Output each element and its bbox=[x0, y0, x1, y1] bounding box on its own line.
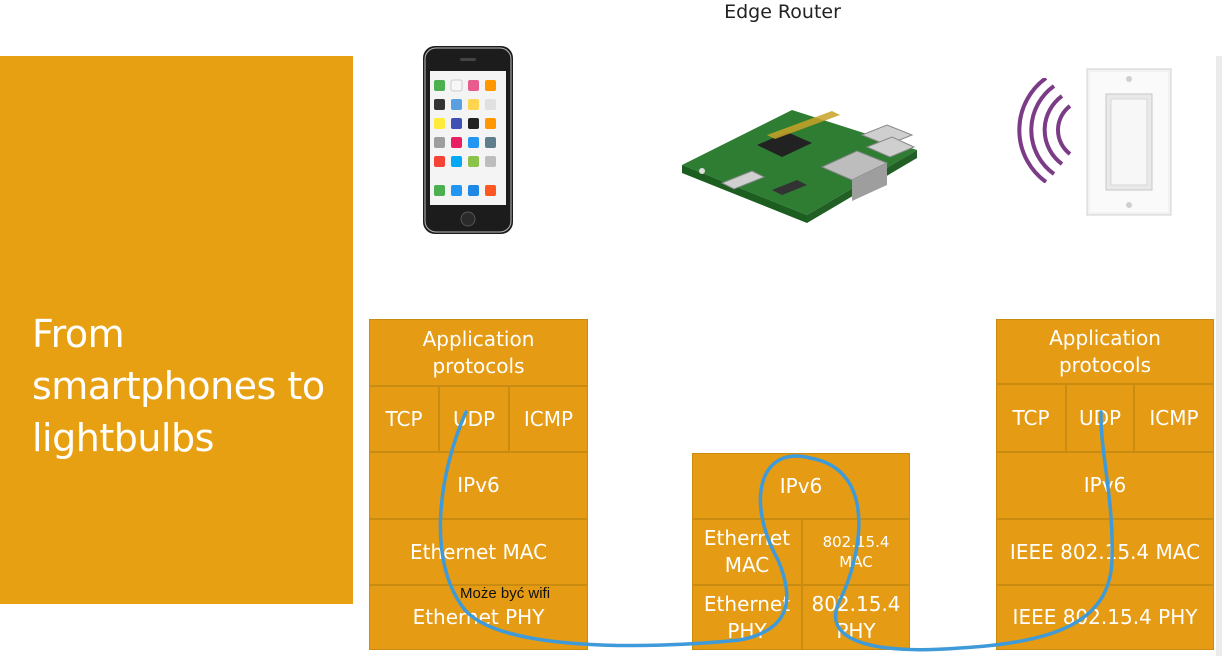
wall-switch-icon bbox=[1086, 68, 1172, 216]
phone-application-label: Application protocols bbox=[422, 326, 535, 378]
switch-icmp-layer: ICMP bbox=[1134, 384, 1214, 452]
phone-ipv6-label: IPv6 bbox=[457, 473, 500, 497]
router-ethernet-mac-label: Ethernet MAC bbox=[703, 526, 791, 577]
router-802154-phy-layer: 802.15.4 PHY bbox=[802, 585, 910, 650]
wifi-annotation: Może być wifi bbox=[460, 585, 551, 602]
switch-ipv6-label: IPv6 bbox=[1083, 473, 1127, 497]
phone-mac-label: Ethernet MAC bbox=[409, 539, 548, 564]
router-ethernet-mac-layer: Ethernet MAC bbox=[692, 519, 802, 585]
phone-phy-layer: Ethernet PHY bbox=[369, 585, 588, 650]
switch-tcp-layer: TCP bbox=[996, 384, 1066, 452]
phone-icmp-label: ICMP bbox=[523, 406, 574, 431]
title-panel: From smartphones to lightbulbs bbox=[0, 56, 353, 604]
phone-ipv6-layer: IPv6 bbox=[369, 452, 588, 519]
phone-tcp-label: TCP bbox=[385, 406, 423, 431]
switch-tcp-label: TCP bbox=[1012, 405, 1050, 430]
edge-router-title: Edge Router bbox=[724, 1, 841, 23]
slide-edge-divider bbox=[1216, 56, 1222, 656]
switch-icmp-label: ICMP bbox=[1149, 405, 1199, 430]
switch-application-label: Application protocols bbox=[1049, 325, 1161, 377]
switch-phy-label: IEEE 802.15.4 PHY bbox=[1012, 605, 1198, 629]
switch-phy-layer: IEEE 802.15.4 PHY bbox=[996, 585, 1214, 650]
switch-mac-layer: IEEE 802.15.4 MAC bbox=[996, 519, 1214, 585]
data-path-line bbox=[438, 410, 1114, 652]
phone-phy-label: Ethernet PHY bbox=[412, 605, 545, 629]
router-ipv6-label: IPv6 bbox=[779, 473, 823, 498]
phone-mac-layer: Ethernet MAC bbox=[369, 519, 588, 585]
slide-title: From smartphones to lightbulbs bbox=[32, 312, 325, 460]
phone-icmp-layer: ICMP bbox=[509, 386, 588, 452]
smartphone-icon bbox=[423, 46, 513, 234]
router-ipv6-layer: IPv6 bbox=[692, 453, 910, 519]
switch-mac-label: IEEE 802.15.4 MAC bbox=[1009, 539, 1201, 564]
phone-tcp-layer: TCP bbox=[369, 386, 439, 452]
phone-application-layer: Application protocols bbox=[369, 319, 588, 386]
phone-udp-layer: UDP bbox=[439, 386, 509, 452]
switch-application-layer: Application protocols bbox=[996, 319, 1214, 384]
raspberry-pi-icon bbox=[682, 110, 917, 223]
wireless-signal-icon bbox=[1017, 78, 1072, 183]
